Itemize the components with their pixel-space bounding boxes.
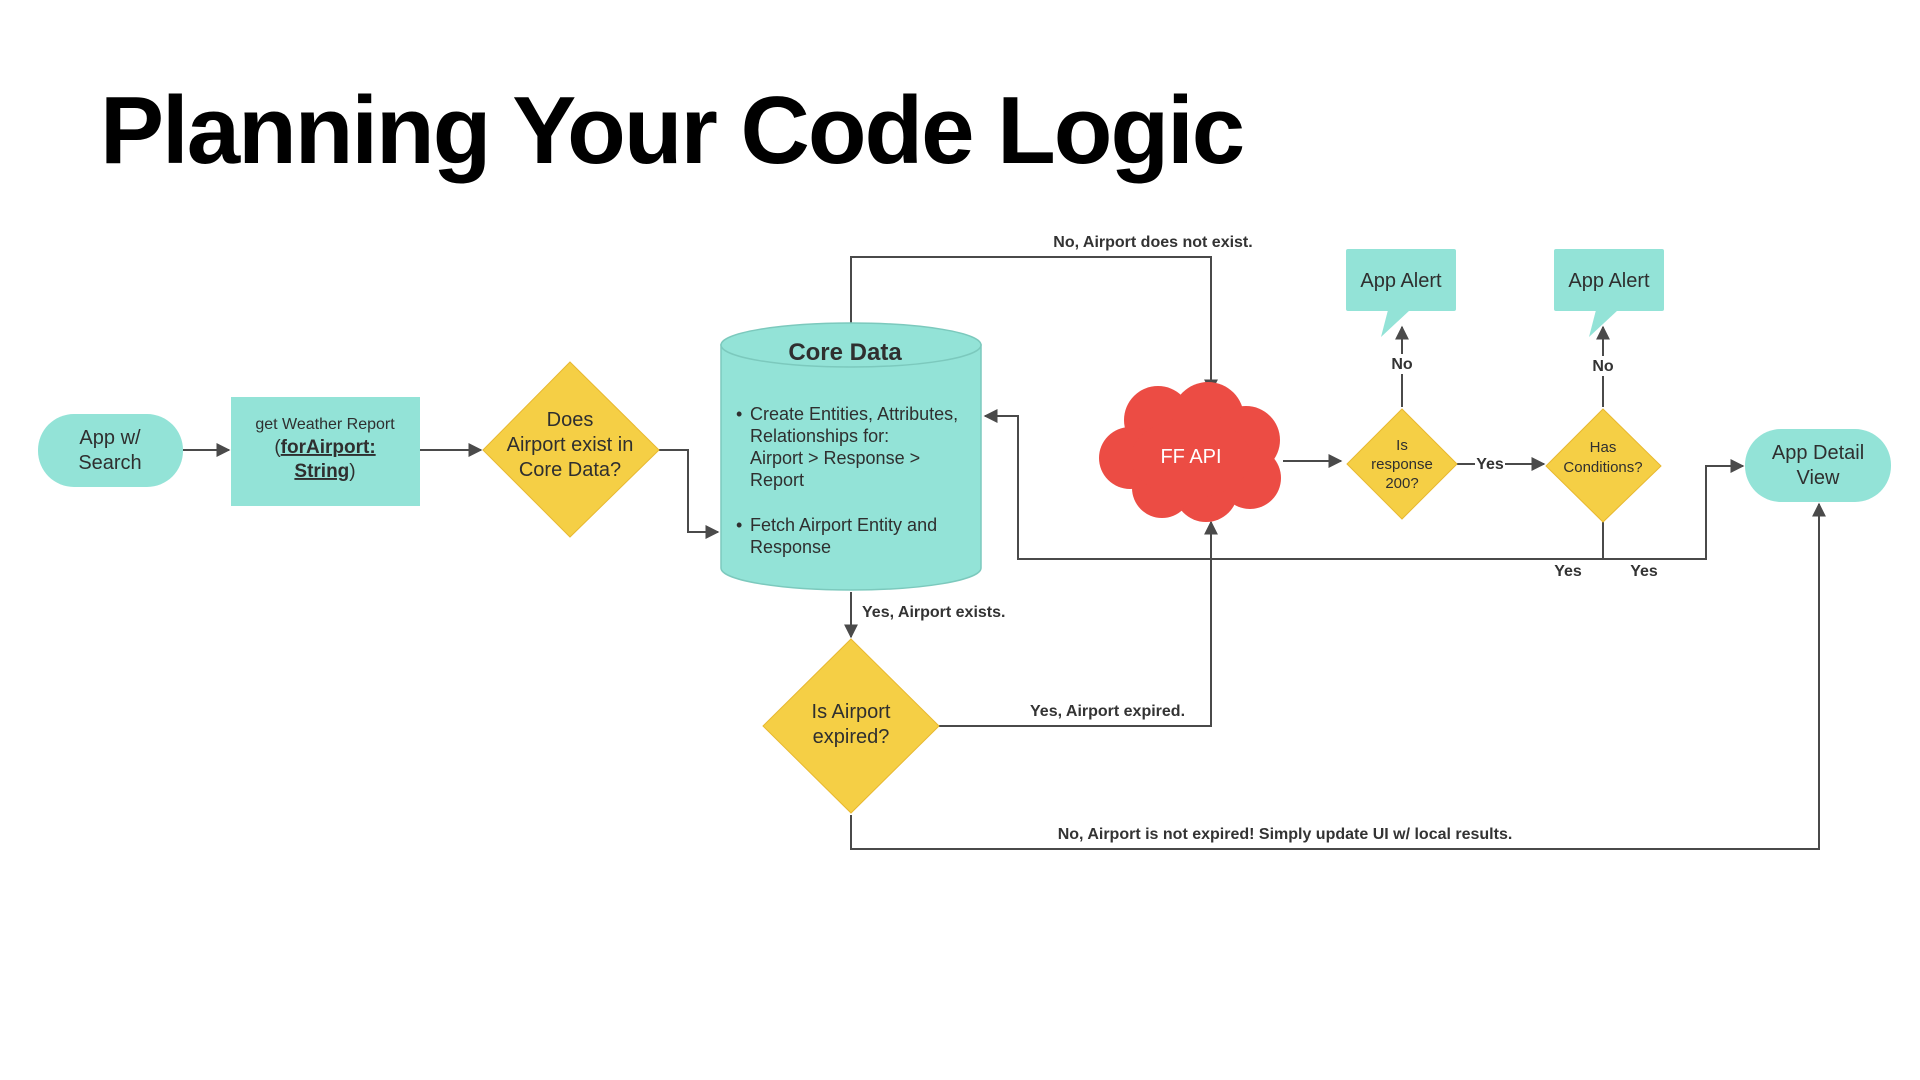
node-airport-exists: Does Airport exist in Core Data?	[482, 361, 660, 538]
node-app-detail-line1: App Detail	[1772, 442, 1864, 464]
node-ff-api: FF API	[1099, 382, 1281, 522]
edge-expired-to-detail	[850, 502, 1826, 850]
core-data-bullet1-line4: Report	[750, 470, 804, 490]
node-airport-exists-line1: Does	[547, 409, 594, 431]
slide-title: Planning Your Code Logic	[100, 77, 1245, 184]
label-expired: Yes, Airport expired.	[1030, 703, 1185, 720]
node-response-200-line2: response	[1371, 456, 1433, 473]
node-has-conditions-line1: Has	[1590, 439, 1617, 456]
edge-coredata-to-ffapi	[850, 256, 1218, 394]
node-app-alert-1: App Alert	[1346, 249, 1456, 337]
node-has-conditions-line2: Conditions?	[1563, 459, 1642, 476]
node-app-search: App w/ Search	[38, 414, 183, 487]
label-exists: Yes, Airport exists.	[862, 604, 1005, 621]
label-not-exist: No, Airport does not exist.	[1053, 234, 1252, 251]
node-core-data-title: Core Data	[788, 339, 902, 366]
node-weather-report-line1: get Weather Report	[255, 416, 395, 433]
node-app-search-line1: App w/	[79, 427, 141, 449]
core-data-bullet1-line3: Airport > Response >	[750, 448, 920, 468]
node-weather-report: get Weather Report (forAirport: String)	[231, 397, 420, 506]
edge-expired-to-ffapi	[939, 520, 1218, 727]
core-data-bullet2-line1: Fetch Airport Entity and	[750, 515, 937, 535]
node-response-200-line1: Is	[1396, 437, 1408, 454]
node-app-alert-2-label: App Alert	[1568, 270, 1650, 292]
node-app-detail: App Detail View	[1745, 429, 1891, 502]
node-weather-report-line3: String)	[294, 461, 355, 482]
node-airport-expired-line1: Is Airport	[812, 701, 891, 723]
label-yes-detail: Yes	[1630, 563, 1658, 580]
core-data-bullet1-line1: Create Entities, Attributes,	[750, 404, 958, 424]
node-has-conditions: Has Conditions?	[1545, 408, 1662, 523]
edge-conditions-to-coredata	[983, 409, 1604, 560]
label-not-expired: No, Airport is not expired! Simply updat…	[1058, 826, 1513, 843]
node-weather-report-line2: (forAirport:	[274, 437, 375, 458]
node-response-200: Is response 200?	[1346, 408, 1458, 520]
edges	[183, 256, 1826, 850]
core-data-bullet2-dot: •	[736, 515, 742, 535]
node-airport-exists-line2: Airport exist in	[507, 434, 634, 456]
edge-conditions-to-detail	[1602, 459, 1745, 560]
core-data-bullet1-line2: Relationships for:	[750, 426, 889, 446]
core-data-bullet1-dot: •	[736, 404, 742, 424]
node-app-detail-line2: View	[1797, 467, 1841, 489]
core-data-bullet2-line2: Response	[750, 537, 831, 557]
label-yes-loop: Yes	[1554, 563, 1582, 580]
node-airport-expired-line2: expired?	[813, 726, 890, 748]
label-no-conditions: No	[1592, 358, 1614, 375]
label-no-response: No	[1391, 356, 1413, 373]
node-airport-expired: Is Airport expired?	[762, 638, 940, 814]
node-core-data: Core Data • Create Entities, Attributes,…	[720, 322, 982, 591]
edge-labels: No, Airport does not exist. Yes, Airport…	[862, 229, 1658, 843]
node-app-alert-1-label: App Alert	[1360, 270, 1442, 292]
node-ff-api-label: FF API	[1160, 446, 1221, 468]
node-app-alert-2: App Alert	[1554, 249, 1664, 337]
node-airport-exists-line3: Core Data?	[519, 459, 621, 481]
node-response-200-line3: 200?	[1385, 475, 1418, 492]
label-yes-response: Yes	[1476, 456, 1504, 473]
node-app-search-line2: Search	[78, 452, 141, 474]
edge-exists-to-coredata	[659, 449, 720, 539]
